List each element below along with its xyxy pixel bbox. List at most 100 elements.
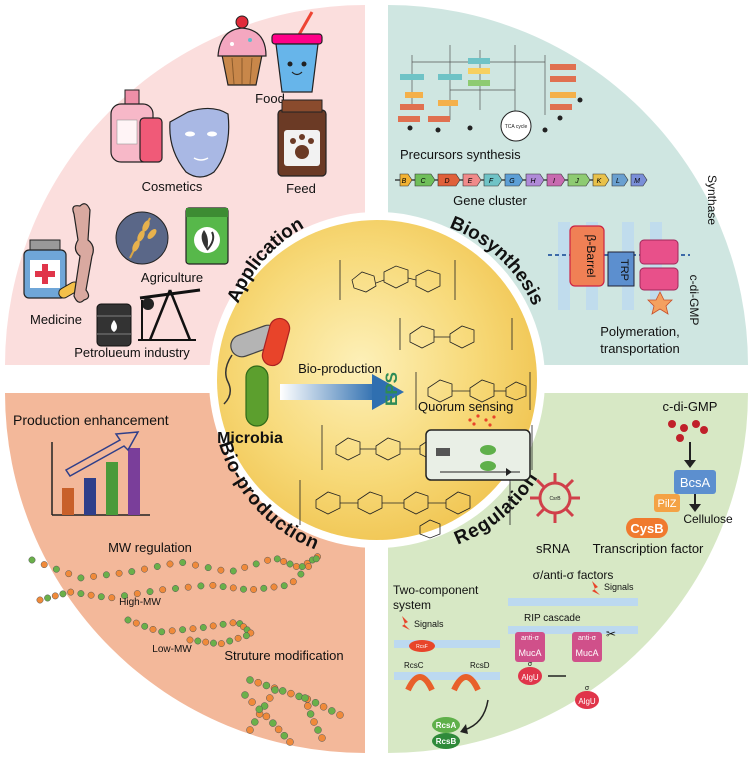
monomer-bead bbox=[242, 632, 250, 640]
cupcake-icon bbox=[217, 15, 267, 86]
gene-label: C bbox=[420, 178, 426, 185]
monomer-bead bbox=[204, 564, 212, 572]
monomer-bead bbox=[90, 572, 98, 580]
monomer-bead bbox=[305, 563, 312, 570]
monomer-bead bbox=[248, 698, 256, 706]
monomer-bead bbox=[186, 636, 194, 644]
monomer-bead bbox=[166, 560, 174, 568]
eps-structure-1 bbox=[339, 260, 456, 300]
srna-label: sRNA bbox=[536, 541, 570, 556]
monomer-bead bbox=[158, 628, 166, 636]
rip-cascade-label: RIP cascade bbox=[524, 613, 581, 624]
monomer-bead bbox=[240, 585, 247, 593]
rcsc-label: RcsC bbox=[404, 661, 424, 670]
high-mw-label: High-MW bbox=[119, 597, 161, 608]
cysb-label: CysB bbox=[630, 521, 663, 536]
monomer-bead bbox=[67, 588, 75, 596]
monomer-bead bbox=[318, 734, 326, 742]
eps-label: EPS bbox=[382, 372, 401, 406]
cdigmp-bio-label: c-di-GMP bbox=[687, 275, 701, 326]
gene-arrow bbox=[630, 173, 648, 187]
monomer-bead bbox=[264, 556, 272, 564]
production-enhancement-label: Production enhancement bbox=[13, 412, 169, 428]
gene-label: I bbox=[553, 178, 555, 185]
monomer-bead bbox=[229, 584, 237, 592]
monomer-bead bbox=[149, 625, 157, 633]
low-mw-label: Low-MW bbox=[152, 644, 192, 655]
monomer-bead bbox=[229, 619, 237, 627]
synthase-label: Synthase bbox=[705, 175, 719, 225]
rcsb-label: RcsB bbox=[436, 737, 457, 746]
muca-left bbox=[515, 632, 545, 662]
monomer-bead bbox=[241, 691, 249, 699]
structure-modification-label: Struture modification bbox=[224, 648, 343, 663]
eps-structure-5 bbox=[299, 480, 511, 539]
csrb-srna-icon bbox=[530, 473, 580, 523]
rcsa-label: RcsA bbox=[436, 721, 457, 730]
scissors-icon: ✂ bbox=[606, 627, 616, 641]
gene-arrow bbox=[462, 173, 482, 187]
mw-regulation-label: MW regulation bbox=[108, 540, 192, 555]
monomer-bead bbox=[262, 681, 271, 690]
monomer-bead bbox=[226, 637, 234, 645]
monomer-bead bbox=[52, 565, 60, 573]
feed-bag-icon bbox=[277, 99, 327, 177]
monomer-bead bbox=[271, 686, 279, 694]
monomer-bead bbox=[51, 592, 59, 600]
monomer-bead bbox=[217, 640, 225, 648]
monomer-bead bbox=[266, 694, 274, 702]
gene-label: G bbox=[509, 178, 515, 185]
monomer-bead bbox=[289, 578, 297, 586]
monomer-bead bbox=[40, 561, 48, 569]
monomer-bead bbox=[255, 705, 264, 714]
gene-label: H bbox=[530, 178, 536, 185]
monomer-bead bbox=[280, 582, 288, 590]
medicine-label: Medicine bbox=[30, 312, 82, 327]
two-component-label-2: system bbox=[393, 598, 431, 612]
monomer-bead bbox=[115, 569, 123, 577]
quorum-sensing-label: Quorum sensing bbox=[418, 399, 513, 414]
gene-label: K bbox=[597, 178, 602, 185]
monomer-bead bbox=[59, 590, 67, 598]
monomer-bead bbox=[194, 637, 202, 645]
monomer-bead bbox=[306, 710, 315, 718]
quorum-sensing-diagram bbox=[425, 414, 531, 481]
monomer-bead bbox=[168, 627, 176, 635]
monomer-bead bbox=[319, 703, 328, 711]
transcription-factor-label: Transcription factor bbox=[593, 541, 704, 556]
gene-arrow bbox=[504, 173, 524, 187]
monomer-bead bbox=[312, 555, 320, 563]
monomer-bead bbox=[270, 583, 278, 591]
algu-left-label: AlgU bbox=[521, 673, 539, 682]
two-component-membrane bbox=[394, 640, 500, 734]
polymeration-label: Polymeration, bbox=[600, 324, 679, 339]
seed-bag-icon bbox=[185, 207, 229, 265]
gene-label: L bbox=[616, 178, 620, 185]
two-component-label-1: Two-component bbox=[393, 583, 479, 597]
monomer-bead bbox=[280, 558, 288, 565]
cellulose-label: Cellulose bbox=[683, 512, 733, 526]
branched-chain bbox=[241, 676, 344, 746]
gene-arrow bbox=[592, 173, 610, 187]
food-label: Food bbox=[255, 91, 285, 106]
cysb-box bbox=[626, 518, 668, 538]
monomer-bead bbox=[314, 726, 322, 734]
bacteria-icon bbox=[223, 317, 291, 427]
rcsf-label: RcsF bbox=[416, 644, 428, 650]
monomer-bead bbox=[246, 676, 254, 684]
synthase-complex: β-Barrel TRP bbox=[548, 222, 690, 315]
monomer-bead bbox=[132, 619, 140, 627]
monomer-bead bbox=[77, 574, 85, 582]
monomer-bead bbox=[269, 719, 277, 727]
monomer-bead bbox=[172, 585, 179, 592]
monomer-bead bbox=[278, 687, 287, 695]
monomer-bead bbox=[202, 638, 210, 646]
monomer-bead bbox=[184, 583, 192, 591]
monomer-bead bbox=[260, 702, 269, 710]
cosmetic-bottle-icon bbox=[110, 89, 163, 163]
gene-arrow bbox=[525, 173, 545, 187]
gene-label: J bbox=[574, 178, 579, 185]
agriculture-label: Agriculture bbox=[141, 270, 203, 285]
monomer-bead bbox=[36, 596, 44, 604]
